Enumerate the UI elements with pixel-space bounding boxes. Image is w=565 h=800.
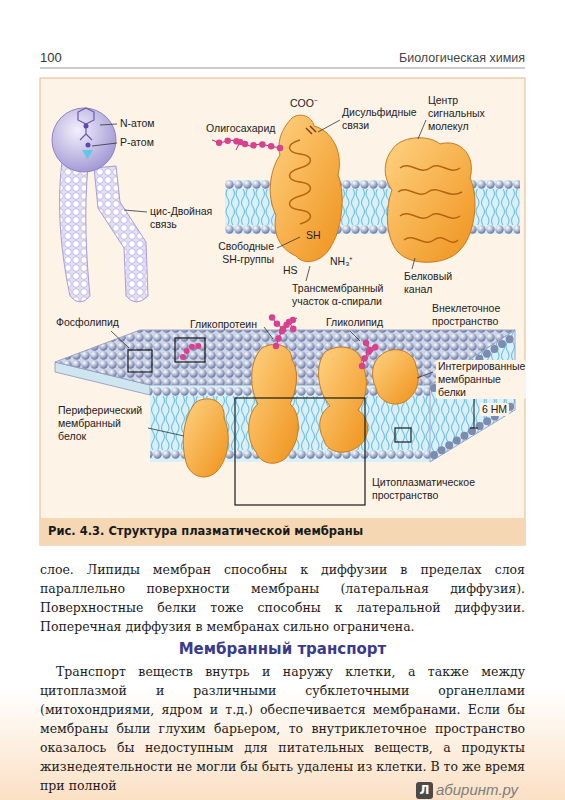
watermark-logo: Л bbox=[416, 782, 433, 799]
sugar-residues bbox=[183, 345, 202, 357]
glycoprotein-chain bbox=[271, 316, 297, 346]
fatty-tail bbox=[60, 162, 90, 302]
body-paragraph: Транспорт веществ внутрь и наружу клетки… bbox=[40, 662, 525, 795]
zoom-box bbox=[175, 338, 205, 362]
sugar-residues bbox=[212, 140, 280, 150]
dimension-label: 6 НМ bbox=[480, 403, 509, 416]
part-label: Фосфолипид bbox=[56, 316, 119, 329]
polar-head bbox=[52, 108, 116, 172]
glycerol-mark bbox=[82, 150, 93, 159]
section-heading: Мембранный транспорт bbox=[40, 640, 525, 659]
part-label: Гликопротеин bbox=[190, 318, 257, 331]
leader-line bbox=[277, 237, 300, 248]
group-label: SH bbox=[306, 229, 321, 242]
group-label: COO⁻ bbox=[290, 97, 318, 110]
part-label: Белковый канал bbox=[404, 270, 474, 296]
leader-line bbox=[148, 428, 184, 436]
bilayer-heads bbox=[225, 225, 520, 234]
leader-line bbox=[264, 327, 273, 339]
part-label: Дисульфидные связи bbox=[342, 106, 432, 132]
leader-line bbox=[100, 124, 117, 125]
channel-helices bbox=[398, 166, 462, 243]
part-label: Олигосахарид bbox=[206, 122, 275, 135]
zoom-box bbox=[128, 350, 152, 372]
head-structure bbox=[78, 108, 94, 140]
part-label: Трансмембранный участок α-спирали bbox=[292, 282, 404, 308]
group-label: NH₃⁺ bbox=[330, 255, 353, 268]
integral-protein bbox=[373, 350, 419, 404]
protein-channel bbox=[385, 138, 475, 263]
part-label: Свободные SH-группы bbox=[212, 240, 274, 266]
leader-line bbox=[418, 120, 426, 139]
zoom-box bbox=[395, 428, 411, 442]
bilayer-tails bbox=[225, 189, 520, 225]
figure-caption: Рис. 4.3. Структура плазматической мембр… bbox=[48, 524, 363, 539]
part-label: Периферический мембранный белок bbox=[58, 404, 146, 443]
zoom-box bbox=[235, 398, 365, 505]
region-label: Цитоплазматическое пространство bbox=[372, 476, 492, 502]
oligosaccharide-chain bbox=[212, 140, 280, 150]
leader-line bbox=[318, 120, 340, 132]
bilayer-heads bbox=[225, 180, 520, 189]
leader-line bbox=[92, 143, 117, 146]
bilayer bbox=[225, 180, 520, 234]
fatty-tail bbox=[60, 162, 90, 302]
alpha-helix bbox=[290, 140, 311, 224]
page-number: 100 bbox=[40, 50, 62, 65]
leader-line bbox=[350, 331, 360, 341]
bond-label: цис-Двойная связь bbox=[150, 205, 224, 231]
atom-label: P-атом bbox=[120, 136, 154, 149]
glycolipid-chain bbox=[362, 343, 378, 366]
sugar-residues bbox=[271, 316, 297, 346]
atom-label: N-атом bbox=[120, 117, 154, 130]
fatty-tail bbox=[94, 166, 148, 302]
group-label: HS bbox=[283, 264, 298, 277]
transmembrane-protein bbox=[270, 115, 342, 261]
header-rule bbox=[40, 68, 525, 69]
fatty-tail bbox=[94, 166, 148, 302]
caption-bar bbox=[40, 518, 525, 545]
n-atom bbox=[84, 124, 89, 129]
sugar-residues bbox=[362, 343, 378, 366]
part-label: Интегрированные мембранные белки bbox=[436, 360, 526, 399]
integral-protein bbox=[319, 347, 368, 452]
leader-line bbox=[111, 331, 129, 348]
integral-protein bbox=[249, 344, 299, 463]
part-label: Гликолипид bbox=[326, 316, 383, 329]
leader-line bbox=[412, 258, 415, 269]
leader-line bbox=[306, 266, 310, 281]
running-header: Биологическая химия bbox=[385, 51, 525, 66]
p-atom bbox=[86, 143, 91, 148]
leader-line bbox=[417, 372, 433, 378]
body-paragraph: слое. Липиды мембран способны к диффузии… bbox=[40, 560, 525, 636]
part-label: Центр сигнальных молекул bbox=[428, 94, 516, 133]
peripheral-protein bbox=[183, 399, 228, 477]
leader-line bbox=[124, 210, 147, 212]
watermark-text: абиринт.ру bbox=[436, 781, 518, 799]
region-label: Внеклеточное пространство bbox=[432, 302, 522, 328]
figure-panel bbox=[40, 78, 525, 545]
disulfide-bond bbox=[306, 126, 316, 134]
